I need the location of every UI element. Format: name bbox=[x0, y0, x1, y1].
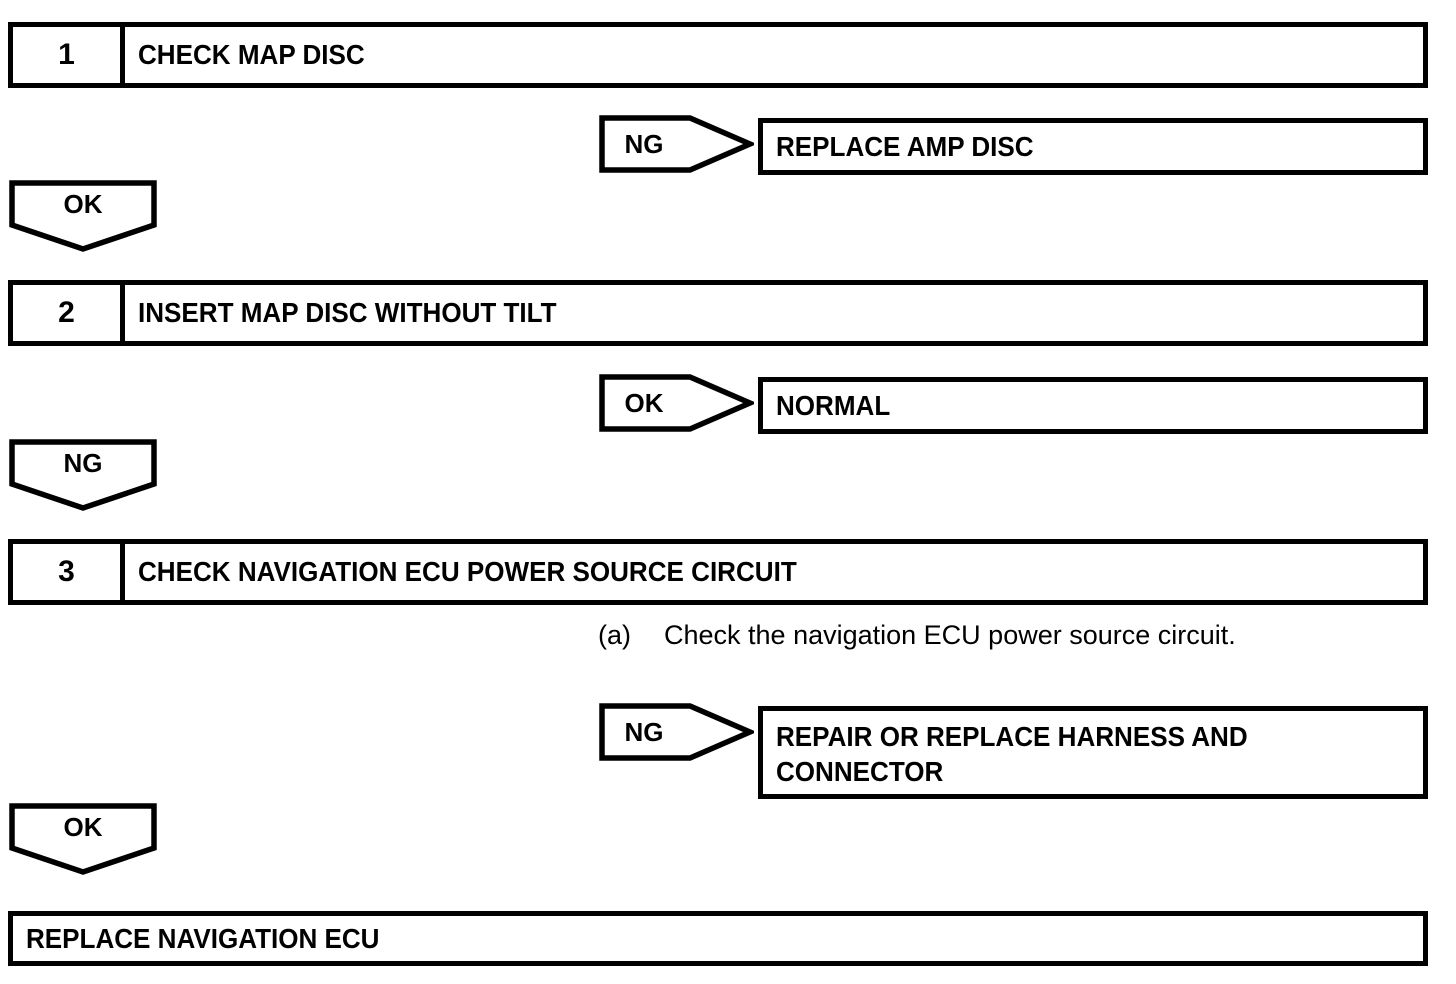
step-number-3: 3 bbox=[13, 544, 125, 600]
final-result-box: REPLACE NAVIGATION ECU bbox=[8, 911, 1428, 966]
branch-arrow-ng-1: NG bbox=[599, 115, 754, 173]
step-box-3: 3 CHECK NAVIGATION ECU POWER SOURCE CIRC… bbox=[8, 539, 1428, 605]
branch-arrow-ng-3: NG bbox=[599, 703, 754, 761]
result-box-normal: NORMAL bbox=[758, 377, 1428, 434]
result-text-line-2: CONNECTOR bbox=[776, 756, 944, 787]
result-text-line-1: REPAIR OR REPLACE HARNESS AND bbox=[776, 721, 1248, 752]
final-result-text: REPLACE NAVIGATION ECU bbox=[26, 923, 380, 954]
step-title-1: CHECK MAP DISC bbox=[138, 39, 365, 70]
pass-arrow-ok-1: OK bbox=[9, 180, 157, 252]
branch-arrow-ok-2: OK bbox=[599, 374, 754, 432]
step-title-3: CHECK NAVIGATION ECU POWER SOURCE CIRCUI… bbox=[138, 556, 797, 587]
step-number-1: 1 bbox=[13, 27, 125, 83]
result-text-line: REPLACE AMP DISC bbox=[776, 131, 1034, 162]
step-box-2: 2 INSERT MAP DISC WITHOUT TILT bbox=[8, 280, 1428, 346]
note-marker: (a) bbox=[598, 620, 631, 650]
result-box-repair-or-replace-harness: REPAIR OR REPLACE HARNESS AND CONNECTOR bbox=[758, 706, 1428, 799]
result-text-line: NORMAL bbox=[776, 390, 891, 421]
result-box-replace-amp-disc: REPLACE AMP DISC bbox=[758, 118, 1428, 175]
note-text: Check the navigation ECU power source ci… bbox=[664, 620, 1236, 650]
step-box-1: 1 CHECK MAP DISC bbox=[8, 22, 1428, 88]
step-title-2: INSERT MAP DISC WITHOUT TILT bbox=[138, 297, 557, 328]
pass-arrow-ng-2: NG bbox=[9, 439, 157, 511]
step-3-note: (a) Check the navigation ECU power sourc… bbox=[598, 620, 1236, 651]
step-number-2: 2 bbox=[13, 285, 125, 341]
pass-arrow-ok-3: OK bbox=[9, 803, 157, 875]
